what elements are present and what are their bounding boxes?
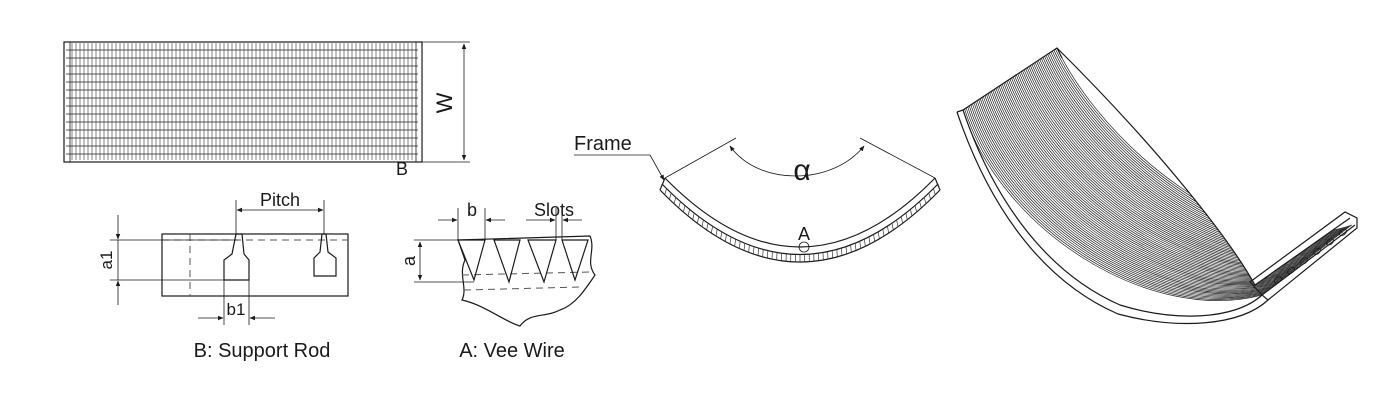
pitch-label: Pitch: [260, 190, 300, 210]
isometric-view: [956, 47, 1358, 325]
isometric-wire-lines: [963, 48, 1353, 301]
top-view-panel: W B: [63, 41, 470, 179]
end-frame-holes: [1274, 228, 1347, 284]
support-rod-caption: B: Support Rod: [194, 340, 331, 362]
width-label: W: [432, 92, 457, 113]
vee-wire-caption: A: Vee Wire: [459, 340, 565, 362]
detail-a-marker: A: [798, 224, 810, 244]
arc-wire-ticks: [659, 183, 941, 262]
a1-label: a1: [97, 251, 116, 270]
b1-label: b1: [227, 300, 246, 319]
detail-b-marker: B: [396, 159, 408, 179]
a-label: a: [399, 255, 419, 266]
support-rod-detail: Pitch a1 b1 B: Support Rod: [97, 190, 349, 362]
slots-label: Slots: [534, 200, 574, 220]
alpha-angle-arc: [729, 145, 865, 177]
vee-wire-detail: b Slots a A: Vee Wire: [399, 200, 596, 362]
arc-side-view: α Frame A: [574, 133, 941, 263]
b-label: b: [467, 200, 477, 220]
frame-label: Frame: [574, 133, 632, 155]
alpha-label: α: [793, 154, 810, 187]
wire-grid: [66, 43, 418, 160]
